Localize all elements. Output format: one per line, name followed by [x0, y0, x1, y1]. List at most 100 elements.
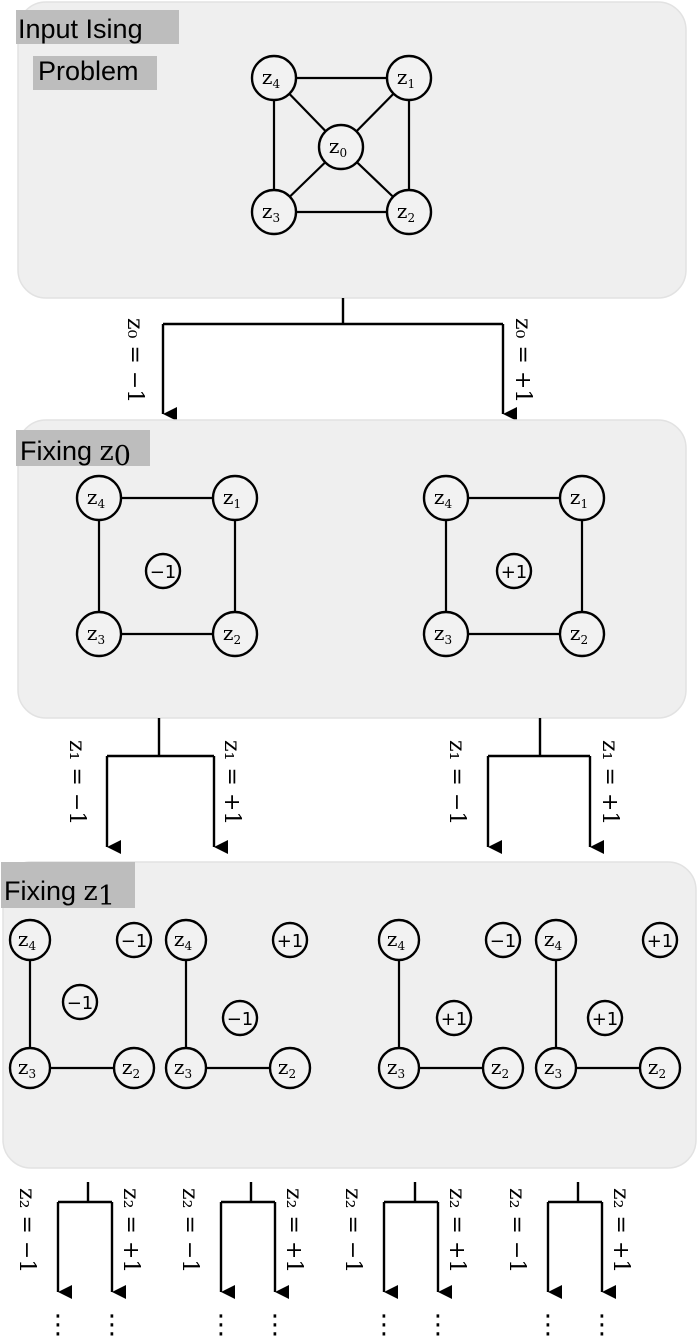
label-tag: [16, 430, 150, 466]
fixed-value-z0-pos: +1: [435, 999, 473, 1037]
fixed-value-z1-pos: +1: [271, 921, 309, 959]
svg-text:z1: z1: [397, 65, 415, 91]
branch-z0: z₀ = −1 z₀ = +1: [122, 298, 535, 421]
node-z4: z4: [8, 918, 52, 962]
svg-text:−1: −1: [227, 1009, 254, 1030]
svg-text:z4: z4: [87, 485, 106, 511]
svg-text:z3: z3: [18, 1055, 36, 1081]
fixed-value-z1-pos: +1: [641, 921, 679, 959]
subgraph-z0-pos-z1-pos: z4 z3 z2 +1 +1: [534, 918, 682, 1090]
svg-text:z4: z4: [18, 927, 37, 953]
node-z0: z0: [317, 123, 365, 171]
node-z3: z3: [377, 1046, 421, 1090]
svg-text:z2: z2: [397, 199, 415, 225]
node-z3: z3: [164, 1046, 208, 1090]
branch-z2-fork-2: z₂ = −1 z₂ = +1 ⋮ ⋮: [177, 1182, 306, 1338]
svg-text:z3: z3: [262, 199, 280, 225]
svg-text:z4: z4: [174, 927, 193, 953]
panel-input-problem: Input Ising Problem z4 z1 z0 z3: [16, 1, 687, 299]
label-tag: [33, 56, 157, 90]
branch-label-z2-neg: z₂ = −1: [14, 1188, 39, 1273]
svg-text:z2: z2: [278, 1055, 296, 1081]
svg-text:−1: −1: [67, 993, 94, 1014]
svg-text:z2: z2: [648, 1055, 666, 1081]
svg-text:+1: +1: [277, 931, 304, 952]
node-z3: z3: [534, 1046, 578, 1090]
svg-text:z2: z2: [122, 1055, 140, 1081]
fixed-value-z0-pos: +1: [586, 999, 624, 1037]
node-z2: z2: [385, 188, 433, 236]
node-z2: z2: [268, 1046, 312, 1090]
branch-label-z2-pos: z₂ = +1: [608, 1188, 633, 1273]
node-z3: z3: [422, 610, 470, 658]
svg-text:+1: +1: [441, 1009, 468, 1030]
svg-text:z4: z4: [434, 485, 453, 511]
branch-label-z2-pos: z₂ = +1: [444, 1188, 469, 1273]
continuation-dots: ⋮: [589, 1310, 615, 1338]
continuation-dots: ⋮: [371, 1310, 397, 1338]
stage-title-line2: Problem: [38, 56, 139, 86]
subgraph-z0-neg-z1-pos: z4 z3 z2 +1 −1: [164, 918, 312, 1090]
subgraph-z0-pos-z1-neg: z4 z3 z2 −1 +1: [377, 918, 525, 1090]
continuation-dots: ⋮: [208, 1310, 234, 1338]
svg-text:z0: z0: [329, 134, 347, 160]
svg-text:z3: z3: [174, 1055, 192, 1081]
branch-z1-left: z₁ = −1 z₁ = +1: [64, 718, 244, 854]
subgraph-z0-pos: z4 z1 z3 z2 +1: [422, 474, 606, 658]
svg-text:z1: z1: [570, 485, 588, 511]
svg-text:+1: +1: [647, 931, 674, 952]
svg-text:z4: z4: [262, 65, 281, 91]
branch-label-z0-pos: z₀ = +1: [510, 318, 535, 403]
fixed-value-z0-neg: −1: [144, 552, 182, 590]
continuation-dots: ⋮: [99, 1310, 125, 1338]
node-z2: z2: [211, 610, 259, 658]
svg-text:+1: +1: [501, 562, 528, 583]
node-z2: z2: [638, 1046, 682, 1090]
branch-label-z2-neg: z₂ = −1: [504, 1188, 529, 1273]
branch-connector: [58, 1182, 112, 1204]
branch-z2-fork-3: z₂ = −1 z₂ = +1 ⋮ ⋮: [340, 1182, 469, 1338]
branch-label-z1-neg: z₁ = −1: [64, 740, 89, 825]
stage-title: Fixing z1: [4, 876, 115, 912]
node-z3: z3: [8, 1046, 52, 1090]
svg-text:z3: z3: [544, 1055, 562, 1081]
svg-text:−1: −1: [121, 931, 148, 952]
svg-text:z3: z3: [87, 621, 105, 647]
branch-label-z1-pos: z₁ = +1: [597, 740, 622, 825]
branch-label-z1-neg: z₁ = −1: [444, 740, 469, 825]
svg-text:z3: z3: [387, 1055, 405, 1081]
node-z1: z1: [558, 474, 606, 522]
branch-connector: [384, 1182, 438, 1204]
svg-text:z3: z3: [434, 621, 452, 647]
fixed-value-z0-neg: −1: [61, 983, 99, 1021]
stage-title-line1: Input Ising: [18, 14, 143, 44]
subgraph-z0-neg: z4 z1 z3 z2 −1: [75, 474, 259, 658]
continuation-dots: ⋮: [535, 1310, 561, 1338]
node-z2: z2: [558, 610, 606, 658]
fixed-value-z0-neg: −1: [221, 999, 259, 1037]
node-z3: z3: [250, 188, 298, 236]
branch-label-z2-pos: z₂ = +1: [118, 1188, 143, 1273]
label-tag: [1, 862, 135, 908]
node-z4: z4: [250, 54, 298, 102]
label-tag: [16, 10, 179, 44]
branch-connector: [107, 718, 214, 758]
branch-label-z2-pos: z₂ = +1: [281, 1188, 306, 1273]
subgraph-z0-neg-z1-neg: z4 z3 z2 −1 −1: [8, 918, 156, 1090]
node-z4: z4: [534, 918, 578, 962]
node-z2: z2: [481, 1046, 525, 1090]
fixed-value-z1-neg: −1: [115, 921, 153, 959]
continuation-dots: ⋮: [425, 1310, 451, 1338]
node-z4: z4: [75, 474, 123, 522]
branch-z2-fork-1: z₂ = −1 z₂ = +1 ⋮ ⋮: [14, 1182, 143, 1338]
branch-connector: [221, 1182, 275, 1204]
svg-text:−1: −1: [490, 931, 517, 952]
stage-title: Fixing z0: [20, 436, 131, 472]
branch-z1-right: z₁ = −1 z₁ = +1: [444, 718, 622, 854]
fixed-value-z1-neg: −1: [484, 921, 522, 959]
node-z4: z4: [422, 474, 470, 522]
branch-label-z0-neg: z₀ = −1: [122, 318, 147, 403]
node-z3: z3: [75, 610, 123, 658]
node-z1: z1: [211, 474, 259, 522]
